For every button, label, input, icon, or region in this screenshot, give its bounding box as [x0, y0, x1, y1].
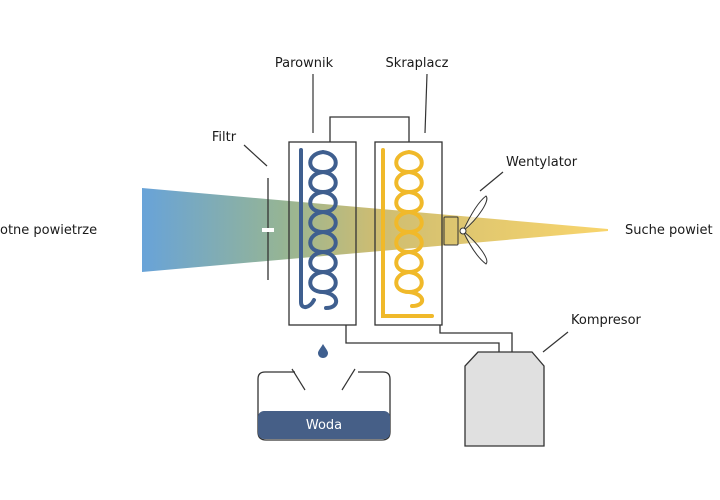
humid-air-label: otne powietrze [0, 223, 97, 238]
condenser-leader [424, 73, 428, 134]
condenser-to-compressor-pipe [439, 325, 513, 352]
evaporator-box [288, 141, 357, 326]
tank-funnel-right [341, 368, 356, 391]
fan-leader [479, 171, 504, 192]
top-pipe [329, 116, 410, 142]
compressor-body [464, 351, 545, 447]
evaporator-label: Parownik [275, 56, 334, 71]
condenser-coil [381, 148, 434, 318]
water-level [258, 411, 390, 439]
fan-label: Wentylator [506, 155, 578, 170]
tank-funnel-left [291, 368, 306, 391]
evaporator-to-compressor-pipe [345, 325, 500, 352]
water-label: Woda [306, 418, 342, 433]
dry-air-label: Suche powiet [625, 223, 713, 238]
evaporator-coil [299, 148, 339, 310]
water-droplet-icon [318, 344, 328, 358]
compressor-leader [542, 331, 569, 353]
compressor-label: Kompresor [571, 313, 642, 328]
filter-label: Filtr [212, 130, 237, 145]
water-tank [257, 371, 391, 441]
condenser-label: Skraplacz [386, 56, 449, 71]
filter-leader [243, 144, 268, 167]
fan-icon [443, 195, 488, 265]
